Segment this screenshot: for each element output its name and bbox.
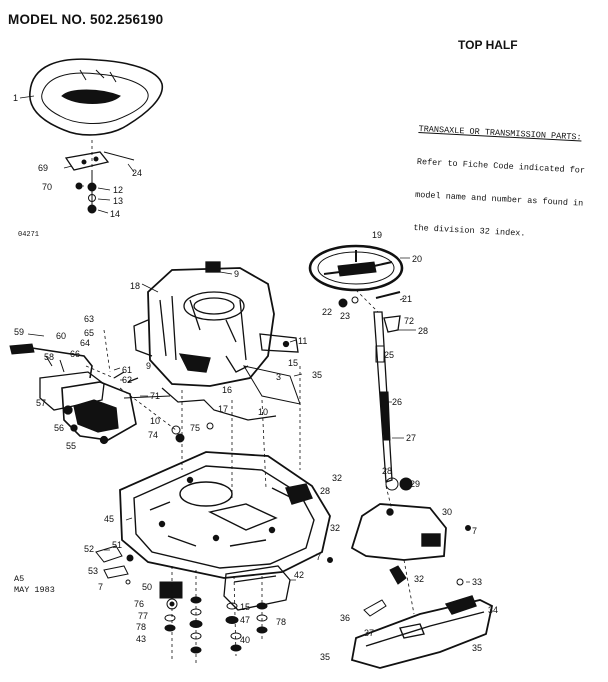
callout: 78 bbox=[276, 617, 286, 627]
bumper bbox=[350, 595, 494, 669]
lever-bracket bbox=[39, 371, 139, 445]
seat-hardware bbox=[75, 170, 97, 214]
callout: 1 bbox=[13, 93, 18, 103]
seat-bracket bbox=[64, 151, 135, 171]
leader-lines bbox=[19, 95, 470, 583]
callout-labels: 1 69 24 70 12 13 14 9 18 19 20 21 22 23 … bbox=[13, 93, 498, 662]
steering-wheel bbox=[308, 244, 404, 292]
callout: 35 bbox=[320, 652, 330, 662]
callout: 7 bbox=[316, 552, 321, 562]
callout: 76 bbox=[134, 599, 144, 609]
seat bbox=[29, 58, 163, 136]
callout: 66 bbox=[70, 349, 80, 359]
steering-shaft bbox=[373, 311, 413, 491]
callout: 74 bbox=[148, 430, 158, 440]
callout: 63 bbox=[84, 314, 94, 324]
callout: 24 bbox=[132, 168, 142, 178]
print-date: MAY 1983 bbox=[14, 585, 55, 595]
callout: 64 bbox=[80, 338, 90, 348]
callout: 15 bbox=[240, 602, 250, 612]
callout: 59 bbox=[14, 327, 24, 337]
seat-figure-code: 04271 bbox=[18, 231, 40, 239]
model-number: MODEL NO. 502.256190 bbox=[8, 12, 164, 27]
frame-chassis bbox=[119, 451, 331, 579]
frame-hardware bbox=[95, 545, 134, 585]
callout: 28 bbox=[418, 326, 428, 336]
callout: 43 bbox=[136, 634, 146, 644]
callout: 45 bbox=[104, 514, 114, 524]
callout: 14 bbox=[110, 209, 120, 219]
callout: 15 bbox=[288, 358, 298, 368]
callout: 23 bbox=[340, 311, 350, 321]
callout: 40 bbox=[240, 635, 250, 645]
callout: 61 bbox=[122, 365, 132, 375]
callout: 37 bbox=[364, 628, 374, 638]
callout: 32 bbox=[414, 574, 424, 584]
callout: 47 bbox=[240, 615, 250, 625]
callout: 51 bbox=[112, 540, 122, 550]
section-title: TOP HALF bbox=[458, 38, 518, 52]
callout: 10 bbox=[258, 407, 268, 417]
callout: 25 bbox=[384, 350, 394, 360]
callout: 35 bbox=[312, 370, 322, 380]
assembly-lines bbox=[85, 140, 415, 666]
callout: 72 bbox=[404, 316, 414, 326]
callout: 60 bbox=[56, 331, 66, 341]
callout: 36 bbox=[340, 613, 350, 623]
page-code: A5 bbox=[14, 574, 25, 584]
callout: 78 bbox=[136, 622, 146, 632]
callout: 7 bbox=[98, 582, 103, 592]
callout: 28 bbox=[320, 486, 330, 496]
callout: 21 bbox=[402, 294, 412, 304]
callout: 77 bbox=[138, 611, 148, 621]
callout: 53 bbox=[88, 566, 98, 576]
axle-bracket bbox=[223, 565, 291, 611]
callout: 12 bbox=[113, 185, 123, 195]
callout: 75 bbox=[190, 423, 200, 433]
callout: 17 bbox=[218, 404, 228, 414]
callout: 50 bbox=[142, 582, 152, 592]
callout: 32 bbox=[332, 473, 342, 483]
callout: 57 bbox=[36, 398, 46, 408]
callout: 32 bbox=[330, 523, 340, 533]
callout: 42 bbox=[294, 570, 304, 580]
callout: 20 bbox=[412, 254, 422, 264]
callout: 65 bbox=[84, 328, 94, 338]
callout: 10 bbox=[150, 416, 160, 426]
callout: 18 bbox=[130, 281, 140, 291]
callout: 33 bbox=[472, 577, 482, 587]
callout: 9 bbox=[234, 269, 239, 279]
callout: 28 bbox=[382, 466, 392, 476]
callout: 19 bbox=[372, 230, 382, 240]
callout: 3 bbox=[276, 372, 281, 382]
callout: 16 bbox=[222, 385, 232, 395]
engine bbox=[133, 261, 299, 387]
callout: 71 bbox=[150, 391, 160, 401]
bolt-stacks bbox=[159, 581, 268, 654]
callout: 55 bbox=[66, 441, 76, 451]
callout: 69 bbox=[38, 163, 48, 173]
lift-lever bbox=[9, 343, 93, 379]
callout: 26 bbox=[392, 397, 402, 407]
callout: 7 bbox=[472, 526, 477, 536]
callout: 27 bbox=[406, 433, 416, 443]
callout: 22 bbox=[322, 307, 332, 317]
callout: 58 bbox=[44, 352, 54, 362]
callout: 35 bbox=[472, 643, 482, 653]
callout: 30 bbox=[442, 507, 452, 517]
callout: 62 bbox=[122, 375, 132, 385]
callout: 52 bbox=[84, 544, 94, 554]
callout: 11 bbox=[298, 336, 307, 346]
callout: 70 bbox=[42, 182, 52, 192]
callout: 56 bbox=[54, 423, 64, 433]
pedestal-hardware bbox=[327, 525, 471, 617]
callout: 9 bbox=[146, 361, 151, 371]
dash-panel bbox=[350, 503, 447, 561]
callout: 29 bbox=[410, 479, 420, 489]
callout: 34 bbox=[488, 605, 498, 615]
callout: 13 bbox=[113, 196, 123, 206]
